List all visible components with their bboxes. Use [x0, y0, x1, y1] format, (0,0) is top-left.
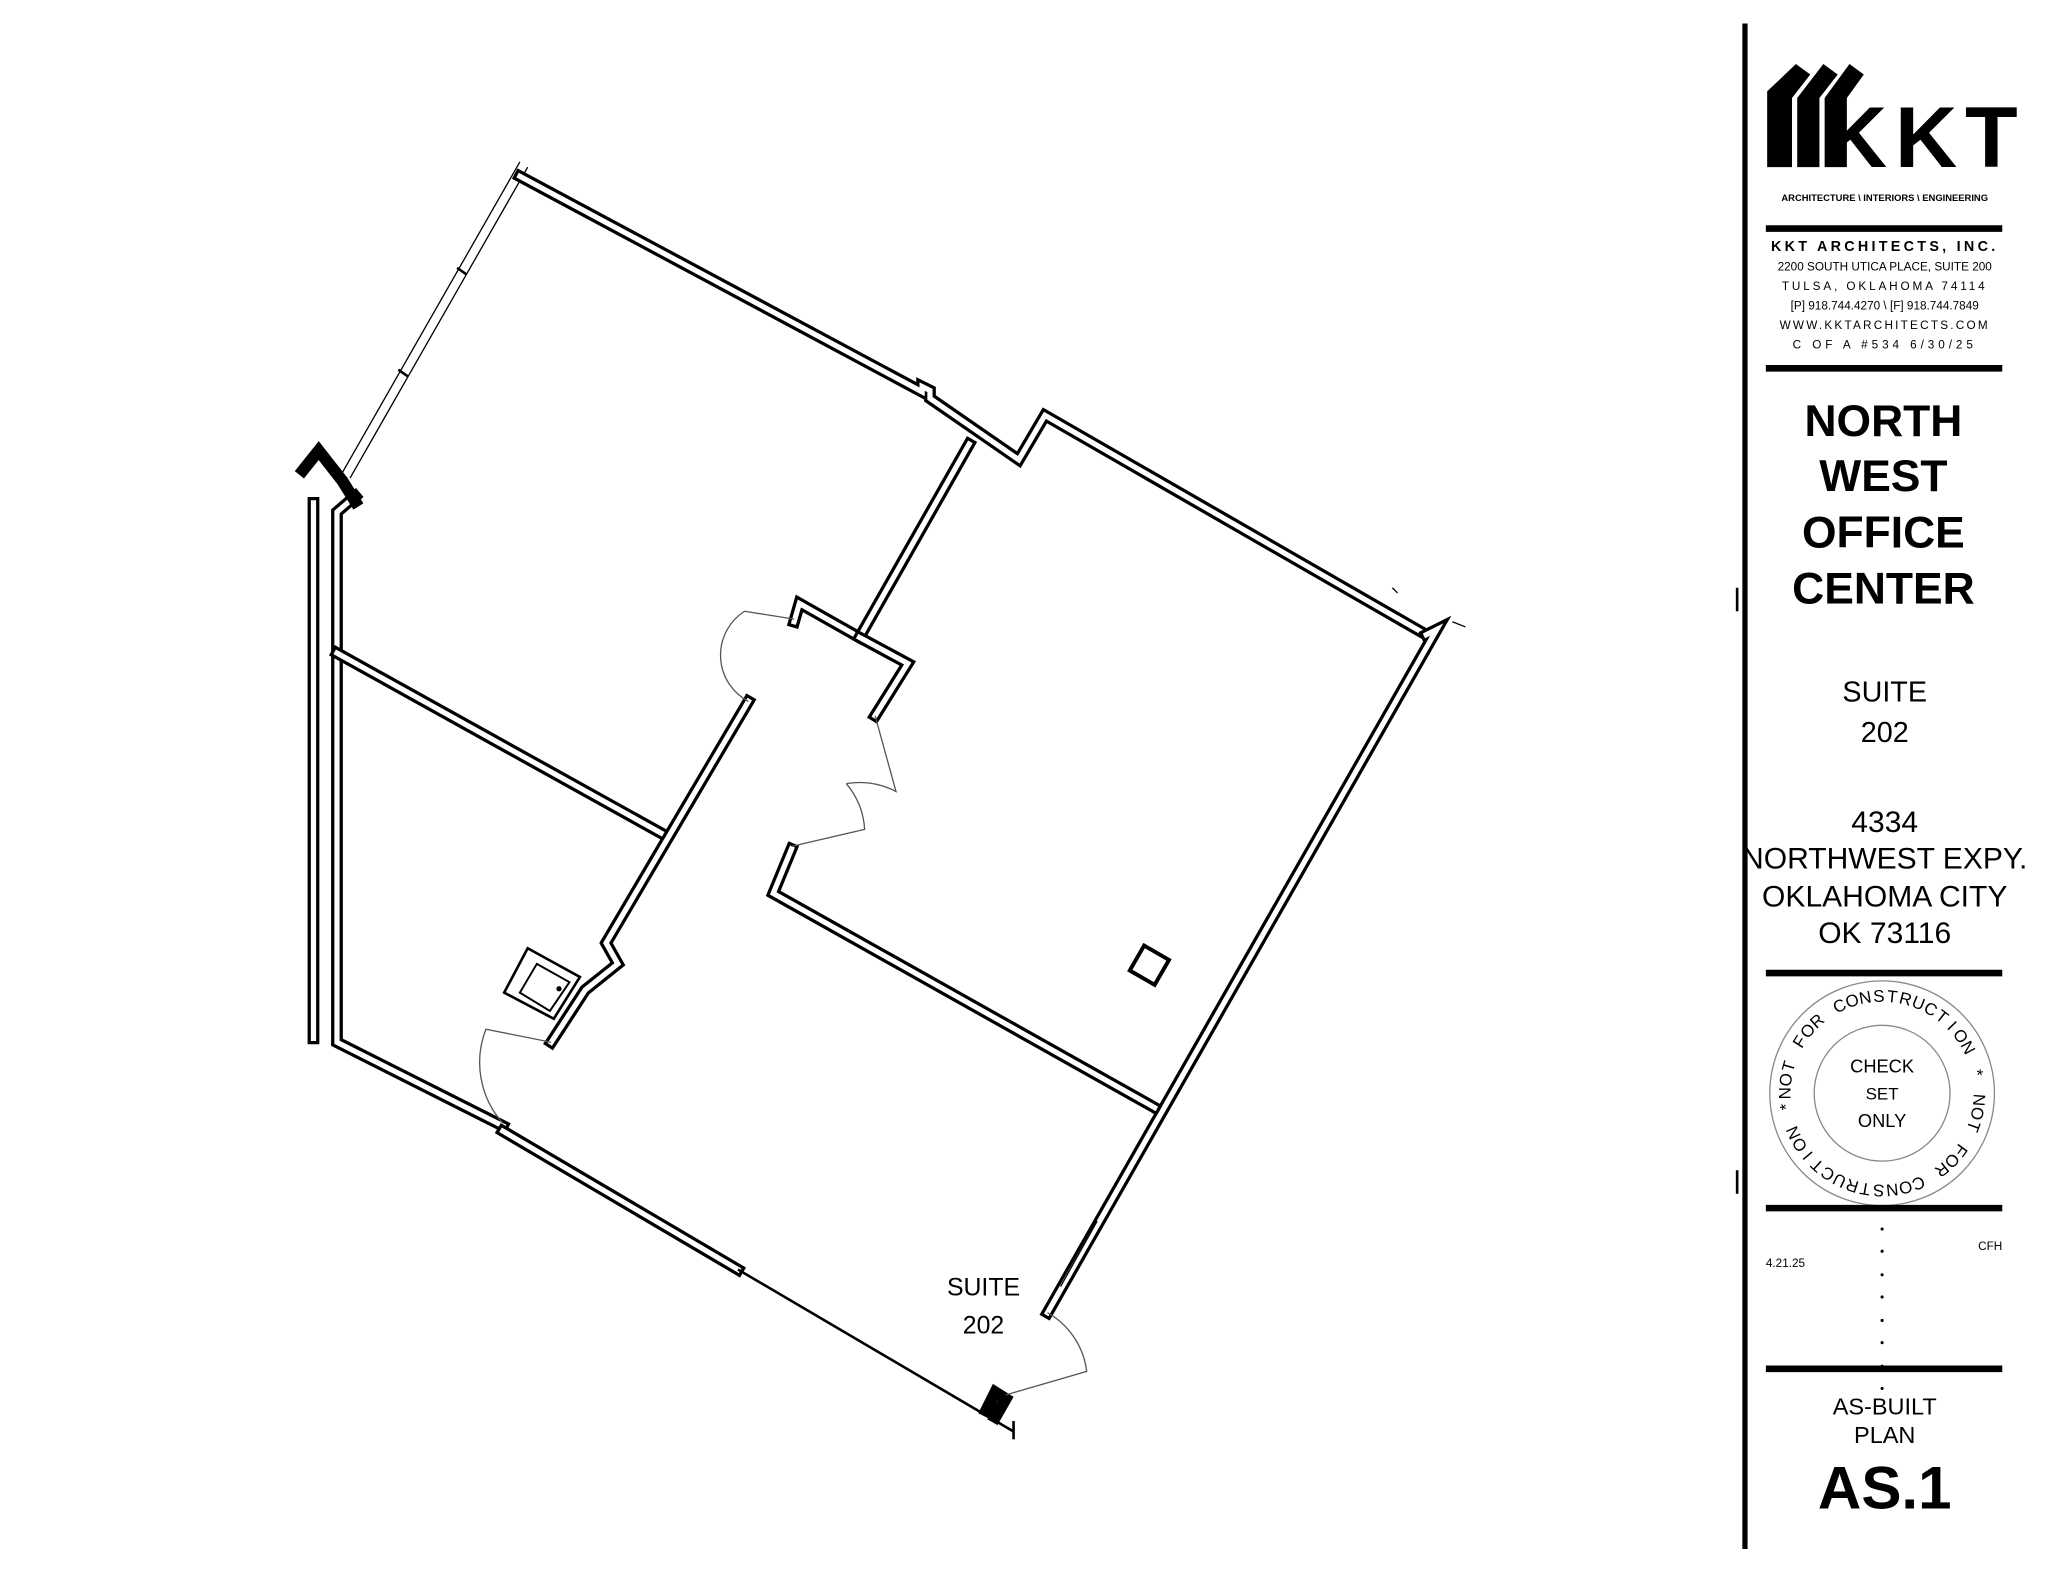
stamp-ring-char: N [1776, 1087, 1795, 1099]
doors [479, 610, 1098, 1396]
svg-text:SUITE: SUITE [1842, 676, 1927, 708]
walls [294, 168, 1452, 1440]
svg-text:KKT: KKT [1825, 90, 2026, 186]
stamp-ring-char: O [1966, 1105, 1987, 1122]
stamp-ring-char: * [1776, 1102, 1796, 1112]
firm-address-1: 2200 SOUTH UTICA PLACE, SUITE 200 [1778, 260, 1993, 273]
svg-text:CHECK: CHECK [1850, 1055, 1914, 1076]
svg-text:OK 73116: OK 73116 [1818, 917, 1951, 950]
drawn-by: CFH [1978, 1240, 2002, 1253]
stamp-ring-char: * [1967, 1068, 1987, 1079]
firm-website: WWW.KKTARCHITECTS.COM [1780, 319, 1990, 332]
revision-date: 4.21.25 [1766, 1257, 1806, 1270]
suite-number: SUITE 202 [1842, 676, 1927, 748]
stamp-ring-char: S [1873, 1180, 1885, 1199]
stamp-ring-char: N [1969, 1093, 1989, 1107]
svg-text:ONLY: ONLY [1858, 1110, 1906, 1131]
sheet-title-1: AS-BUILT [1833, 1394, 1937, 1420]
storefront-glazing [341, 161, 529, 479]
stamp-ring-char: T [1778, 1059, 1799, 1074]
firm-phone: [P] 918.744.4270 \ [F] 918.744.7849 [1791, 300, 1979, 313]
svg-text:NORTHWEST EXPY.: NORTHWEST EXPY. [1742, 843, 2027, 876]
stamp-ring-char: T [1886, 987, 1898, 1007]
logo-tagline: ARCHITECTURE \ INTERIORS \ ENGINEERING [1781, 192, 1988, 203]
room-label-suite: SUITE [947, 1275, 1020, 1302]
svg-text:OFFICE: OFFICE [1802, 508, 1965, 557]
svg-text:SET: SET [1866, 1085, 1899, 1104]
firm-license: C OF A #534 6/30/25 [1793, 339, 1977, 352]
stamp-ring-char: T [1858, 1178, 1872, 1199]
svg-text:WEST: WEST [1819, 452, 1947, 501]
svg-text:4334: 4334 [1851, 806, 1918, 839]
title-block: KKT ARCHITECTURE \ INTERIORS \ ENGINEERI… [1742, 23, 2027, 1550]
stamp-ring-char: R [1897, 988, 1913, 1009]
firm-address-2: TULSA, OKLAHOMA 74114 [1782, 280, 1988, 293]
project-name: NORTH WEST OFFICE CENTER [1792, 397, 1975, 613]
stamp-ring-char: S [1873, 987, 1885, 1006]
sink-fixture [502, 946, 582, 1021]
svg-text:202: 202 [1861, 717, 1909, 749]
project-address: 4334 NORTHWEST EXPY. OKLAHOMA CITY OK 73… [1742, 806, 2027, 950]
column [1127, 942, 1172, 988]
svg-text:OKLAHOMA CITY: OKLAHOMA CITY [1762, 880, 2007, 913]
kkt-logo: KKT [1767, 63, 2026, 186]
svg-text:CENTER: CENTER [1792, 564, 1975, 613]
room-label-number: 202 [963, 1313, 1004, 1340]
stamp-ring-char: O [1897, 1176, 1914, 1198]
stamp-ring-char: O [1843, 990, 1861, 1012]
firm-name: KKT ARCHITECTS, INC. [1771, 239, 1999, 255]
svg-text:NORTH: NORTH [1805, 397, 1963, 446]
sheet-title-2: PLAN [1854, 1422, 1915, 1448]
floor-plan: SUITE 202 [294, 161, 1466, 1440]
stamp-ring-char: N [1858, 987, 1873, 1008]
stamp-ring-char: N [1885, 1179, 1899, 1199]
sheet-number: AS.1 [1818, 1455, 1952, 1522]
stamp-ring-char: R [1843, 1174, 1861, 1196]
stamp-ring-char: O [1776, 1072, 1797, 1088]
